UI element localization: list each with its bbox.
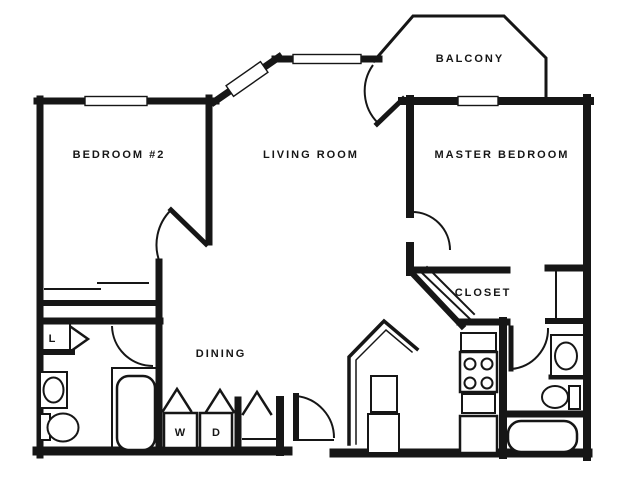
washer <box>162 411 199 450</box>
kitchen-dishwasher <box>370 375 398 413</box>
bath2-door-arc <box>510 327 550 370</box>
bedroom2-door-arc <box>155 209 172 264</box>
stove-burner-4 <box>480 376 494 390</box>
washer-bifold-door <box>161 386 193 413</box>
windows <box>84 53 499 107</box>
bath2-toilet-tank <box>568 385 581 410</box>
bath1-tub-enclosure <box>111 367 158 453</box>
window-living <box>292 53 362 65</box>
balcony-door-leaf <box>373 95 407 128</box>
master-closet-door-line1 <box>419 270 472 321</box>
balcony-door-arc <box>363 64 379 124</box>
room-labels: BEDROOM #2 LIVING ROOM BALCONY MASTER BE… <box>49 53 570 439</box>
bath1-door-arc <box>111 325 154 367</box>
kitchen-bar-counter-inner <box>355 328 414 445</box>
wall-mcloset-angled <box>406 267 467 331</box>
bathroom1-fixtures <box>39 323 158 453</box>
kitchen-cabinet <box>367 413 400 454</box>
kitchen-bar-counter-outer <box>347 318 420 446</box>
entry-door-arc <box>295 395 336 439</box>
bathroom2-fixtures <box>506 271 585 454</box>
kitchen-fixtures <box>347 318 499 455</box>
dryer-bifold-door <box>204 387 236 414</box>
window-master <box>457 95 499 107</box>
stove-burner-1 <box>463 357 477 371</box>
label-washer: W <box>175 427 186 439</box>
bedroom2-closet-shelves <box>44 282 149 290</box>
kitchen-counter <box>460 332 497 352</box>
dryer <box>198 411 234 450</box>
bath2-bathtub <box>506 419 579 454</box>
label-linen-closet: L <box>49 333 56 345</box>
bath2-toilet-bowl <box>541 385 569 409</box>
label-dryer: D <box>212 427 220 439</box>
room-label-balcony: BALCONY <box>436 53 504 65</box>
balcony-railing <box>371 14 548 102</box>
laundry-closet <box>161 386 280 450</box>
bath1-sink <box>42 376 65 404</box>
room-label-dining: DINING <box>196 348 247 360</box>
master-closet-door-line2 <box>425 265 476 316</box>
kitchen-sink-cabinet <box>461 393 496 414</box>
room-label-closet: CLOSET <box>455 287 512 299</box>
kitchen-refrigerator <box>458 414 499 455</box>
window-bedroom2 <box>84 95 148 107</box>
bedroom2-door-leaf <box>167 206 210 248</box>
stove-burner-3 <box>463 376 477 390</box>
bath1-bathtub <box>115 374 157 452</box>
room-label-bedroom2: BEDROOM #2 <box>73 149 166 161</box>
room-label-master-bedroom: MASTER BEDROOM <box>435 149 570 161</box>
storage-bifold-door <box>241 389 273 416</box>
bath1-toilet-bowl <box>46 412 80 443</box>
doors <box>111 64 550 441</box>
linen1-bifold-door <box>69 325 91 353</box>
bath2-sink <box>554 341 578 371</box>
room-label-living-room: LIVING ROOM <box>263 149 359 161</box>
stove-burner-2 <box>480 357 494 371</box>
master-door-arc <box>411 211 451 251</box>
window-living-diagonal <box>225 60 269 98</box>
